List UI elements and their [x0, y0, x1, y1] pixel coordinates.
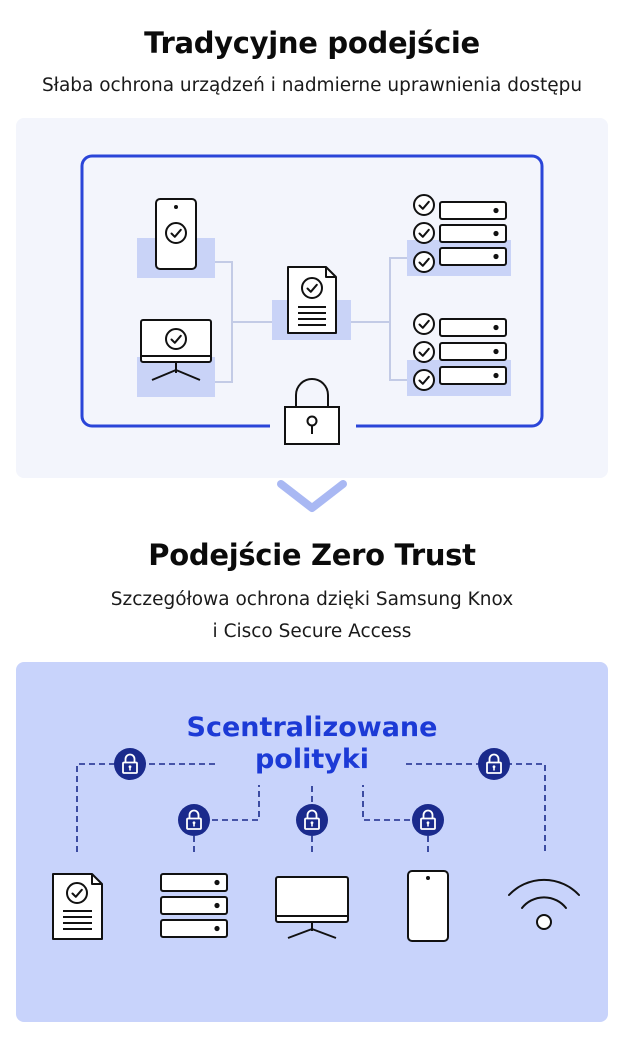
phone-icon — [407, 870, 449, 942]
server-icon — [413, 194, 507, 273]
traditional-subtitle: Słaba ochrona urządzeń i nadmierne upraw… — [41, 75, 583, 96]
centralized-policies-label: Scentralizowane polityki — [162, 712, 462, 776]
traditional-title: Tradycyjne podejście — [144, 26, 480, 60]
zero-trust-subtitle-line2: i Cisco Secure Access — [212, 621, 412, 642]
monitor-icon — [140, 319, 212, 381]
document-icon — [52, 873, 103, 940]
zero-trust-subtitle: Szczegółowa ochrona dzięki Samsung Knox … — [0, 584, 624, 648]
padlock-icon — [177, 803, 211, 837]
padlock-icon — [477, 747, 511, 781]
network-boundary — [80, 154, 544, 428]
padlock-icon — [284, 378, 340, 445]
zero-trust-title: Podejście Zero Trust — [148, 538, 476, 572]
padlock-icon — [113, 747, 147, 781]
chevron-down-icon — [277, 480, 347, 512]
wifi-icon — [508, 878, 580, 930]
phone-icon — [155, 198, 197, 270]
server-icon — [413, 313, 507, 391]
centralized-policies-line1: Scentralizowane — [186, 712, 438, 743]
zero-trust-subtitle-line1: Szczegółowa ochrona dzięki Samsung Knox — [110, 589, 514, 610]
padlock-icon — [295, 803, 329, 837]
document-icon — [287, 266, 337, 334]
traditional-connectors — [215, 257, 407, 383]
monitor-icon — [275, 876, 349, 939]
centralized-policies-line2: polityki — [254, 744, 370, 775]
padlock-icon — [411, 803, 445, 837]
server-icon — [160, 873, 228, 938]
